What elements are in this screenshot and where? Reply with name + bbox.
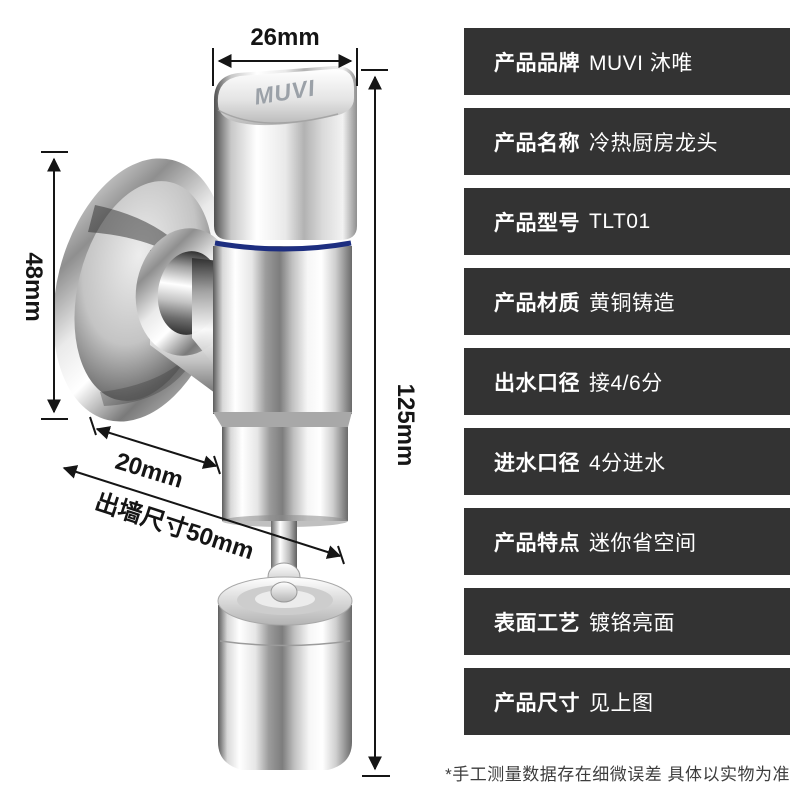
dimension-48mm: [41, 151, 68, 420]
dimension-50mm: [62, 465, 345, 565]
spec-value: MUVI 沐唯: [589, 51, 693, 75]
spec-value: 冷热厨房龙头: [589, 131, 718, 155]
spec-row-outlet: 出水口径 接4/6分: [464, 348, 790, 415]
faucet-handle: MUVI: [214, 65, 357, 252]
spec-row-size: 产品尺寸 见上图: [464, 668, 790, 735]
spec-panel: 产品品牌 MUVI 沐唯 产品名称 冷热厨房龙头 产品型号 TLT01 产品材质…: [464, 28, 790, 735]
spec-value: 见上图: [589, 691, 654, 715]
spec-value: 黄铜铸造: [589, 291, 675, 315]
spec-value: 4分进水: [589, 451, 666, 475]
spec-row-name: 产品名称 冷热厨房龙头: [464, 108, 790, 175]
spec-label: 产品品牌: [494, 51, 580, 75]
dimension-26mm: [212, 48, 358, 86]
spec-row-brand: 产品品牌 MUVI 沐唯: [464, 28, 790, 95]
spec-label: 进水口径: [494, 451, 580, 475]
spec-value: TLT01: [589, 209, 651, 233]
dimension-125mm: [361, 69, 390, 777]
spec-row-model: 产品型号 TLT01: [464, 188, 790, 255]
spec-label: 产品名称: [494, 131, 580, 155]
dim-handle-width-label: 26mm: [250, 24, 319, 51]
faucet-diagram: MUVI 26mm: [20, 24, 419, 777]
spec-label: 产品尺寸: [494, 691, 580, 715]
spec-label: 出水口径: [494, 371, 580, 395]
spec-label: 产品特点: [494, 531, 580, 555]
spec-row-finish: 表面工艺 镀铬亮面: [464, 588, 790, 655]
spec-label: 表面工艺: [494, 611, 580, 635]
spec-value: 接4/6分: [589, 371, 663, 395]
spec-value: 镀铬亮面: [589, 611, 675, 635]
spec-row-inlet: 进水口径 4分进水: [464, 428, 790, 495]
spec-value: 迷你省空间: [589, 531, 697, 555]
measurement-disclaimer: *手工测量数据存在细微误差 具体以实物为准: [445, 765, 790, 784]
spec-label: 产品型号: [494, 211, 580, 235]
spec-row-material: 产品材质 黄铜铸造: [464, 268, 790, 335]
valve-body: [213, 246, 352, 527]
dim-flange-height-label: 48mm: [20, 252, 47, 321]
spec-row-feature: 产品特点 迷你省空间: [464, 508, 790, 575]
blue-ring: [214, 240, 352, 252]
dim-total-height-label: 125mm: [392, 384, 419, 467]
spec-label: 产品材质: [494, 291, 580, 315]
faucet-diagram-svg: MUVI 26mm: [20, 24, 419, 777]
